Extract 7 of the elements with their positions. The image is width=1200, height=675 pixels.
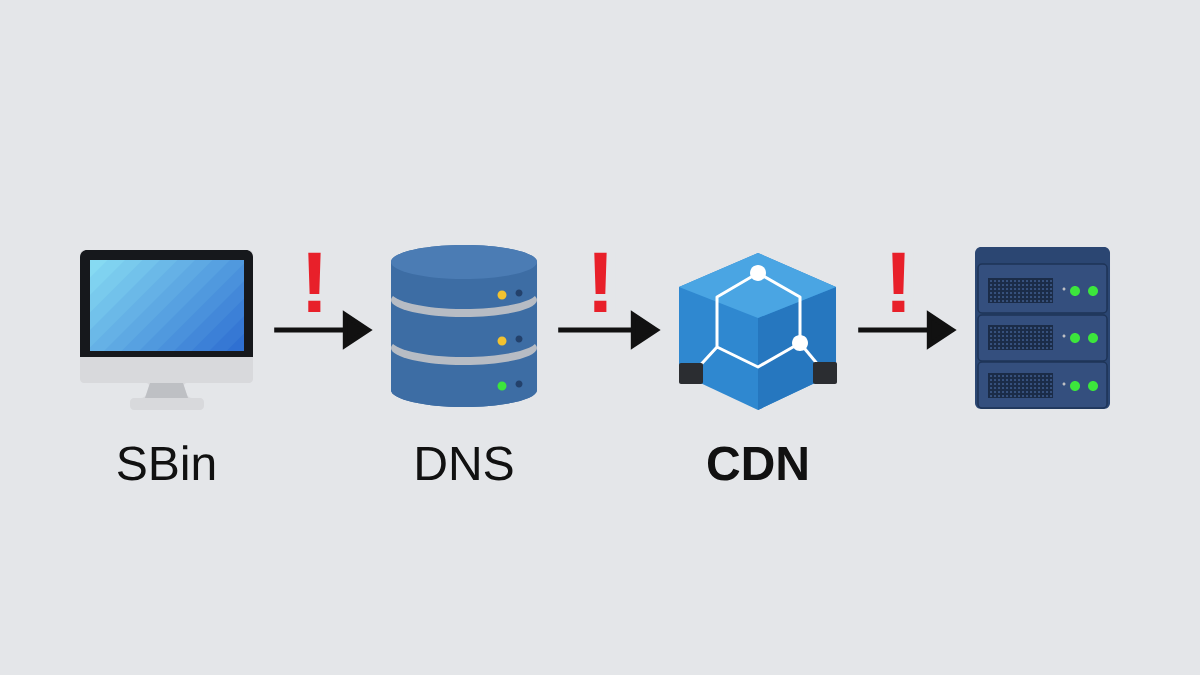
node-label: SBin	[118, 445, 215, 481]
node-label: CDN	[708, 446, 807, 481]
server-illustration	[975, 247, 1110, 409]
node-label: DNS	[417, 446, 513, 481]
edge-label: !	[883, 251, 914, 313]
edge-label: !	[299, 251, 330, 313]
edge-label: !	[585, 251, 616, 313]
